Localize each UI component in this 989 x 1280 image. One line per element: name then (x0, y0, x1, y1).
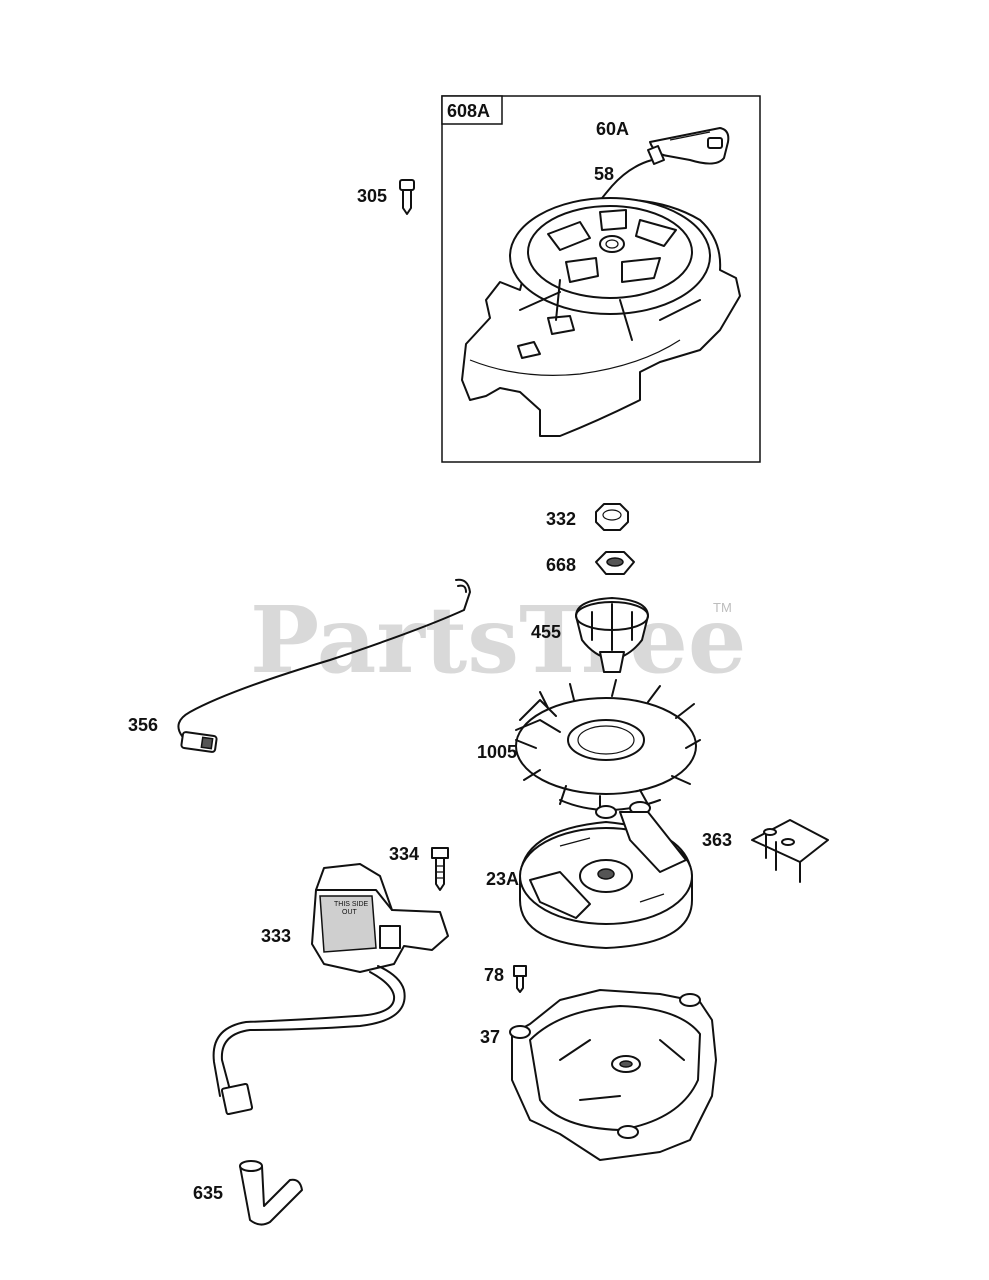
part-recoil-starter[interactable] (461, 197, 741, 437)
callout-635[interactable]: 635 (193, 1183, 223, 1203)
coil-marking-line2: OUT (342, 909, 358, 916)
callout-78[interactable]: 78 (484, 965, 504, 985)
callout-333[interactable]: 333 (261, 926, 291, 946)
callout-608a[interactable]: 608A (447, 101, 490, 121)
callout-1005[interactable]: 1005 (477, 742, 517, 762)
part-starter-cup-455[interactable] (575, 597, 649, 673)
callout-356[interactable]: 356 (128, 715, 158, 735)
part-brake-363[interactable] (751, 819, 829, 883)
coil-marking-line1: THIS SIDE (334, 901, 369, 908)
callout-334[interactable]: 334 (389, 844, 419, 864)
callout-58[interactable]: 58 (594, 164, 614, 184)
part-nut-332[interactable] (595, 503, 629, 531)
part-starter-handle[interactable] (647, 127, 730, 165)
part-housing-37[interactable] (509, 989, 717, 1161)
part-bolt-305[interactable] (399, 179, 415, 215)
part-bolt-334[interactable] (431, 847, 449, 891)
part-washer-668[interactable] (595, 551, 635, 575)
part-fan-1005[interactable] (515, 679, 701, 819)
part-ground-wire-356[interactable] (177, 578, 471, 753)
callout-23a[interactable]: 23A (486, 869, 519, 889)
callout-60a[interactable]: 60A (596, 119, 629, 139)
callout-37[interactable]: 37 (480, 1027, 500, 1047)
callout-668[interactable]: 668 (546, 555, 576, 575)
part-bolt-78[interactable] (513, 965, 527, 993)
callout-363[interactable]: 363 (702, 830, 732, 850)
assembly-box-608a (441, 95, 761, 463)
watermark-trademark: TM (713, 600, 732, 615)
part-spark-plug-boot-635[interactable] (239, 1160, 303, 1226)
callout-455[interactable]: 455 (531, 622, 561, 642)
part-ignition-coil-333[interactable]: THIS SIDE OUT (212, 863, 449, 1116)
callout-305[interactable]: 305 (357, 186, 387, 206)
callout-332[interactable]: 332 (546, 509, 576, 529)
watermark-text: PartsTree (250, 586, 746, 694)
part-flywheel-23a[interactable] (519, 811, 693, 949)
